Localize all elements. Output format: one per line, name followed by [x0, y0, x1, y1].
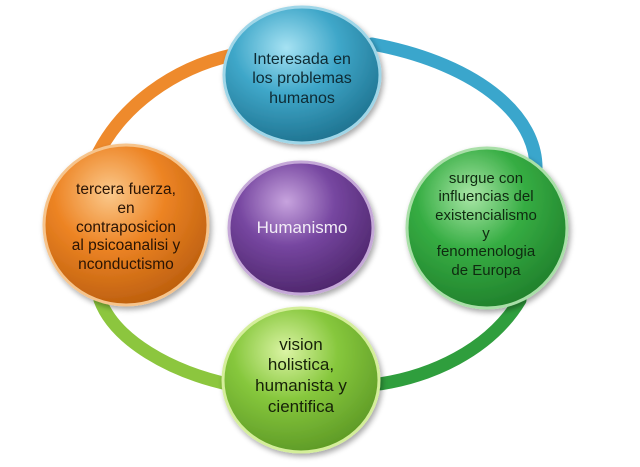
- node-right-circle: [405, 146, 569, 310]
- ring-segment-bottom-left: [93, 293, 239, 392]
- node-bottom-circle: [221, 306, 381, 454]
- ring-segment-top-right: [365, 37, 543, 187]
- node-left-circle: [42, 143, 210, 307]
- node-top-circle: [222, 5, 382, 145]
- ring-segment-right-bottom: [365, 293, 527, 392]
- ring-segment-left-top: [88, 48, 239, 167]
- node-center-circle: [227, 160, 375, 296]
